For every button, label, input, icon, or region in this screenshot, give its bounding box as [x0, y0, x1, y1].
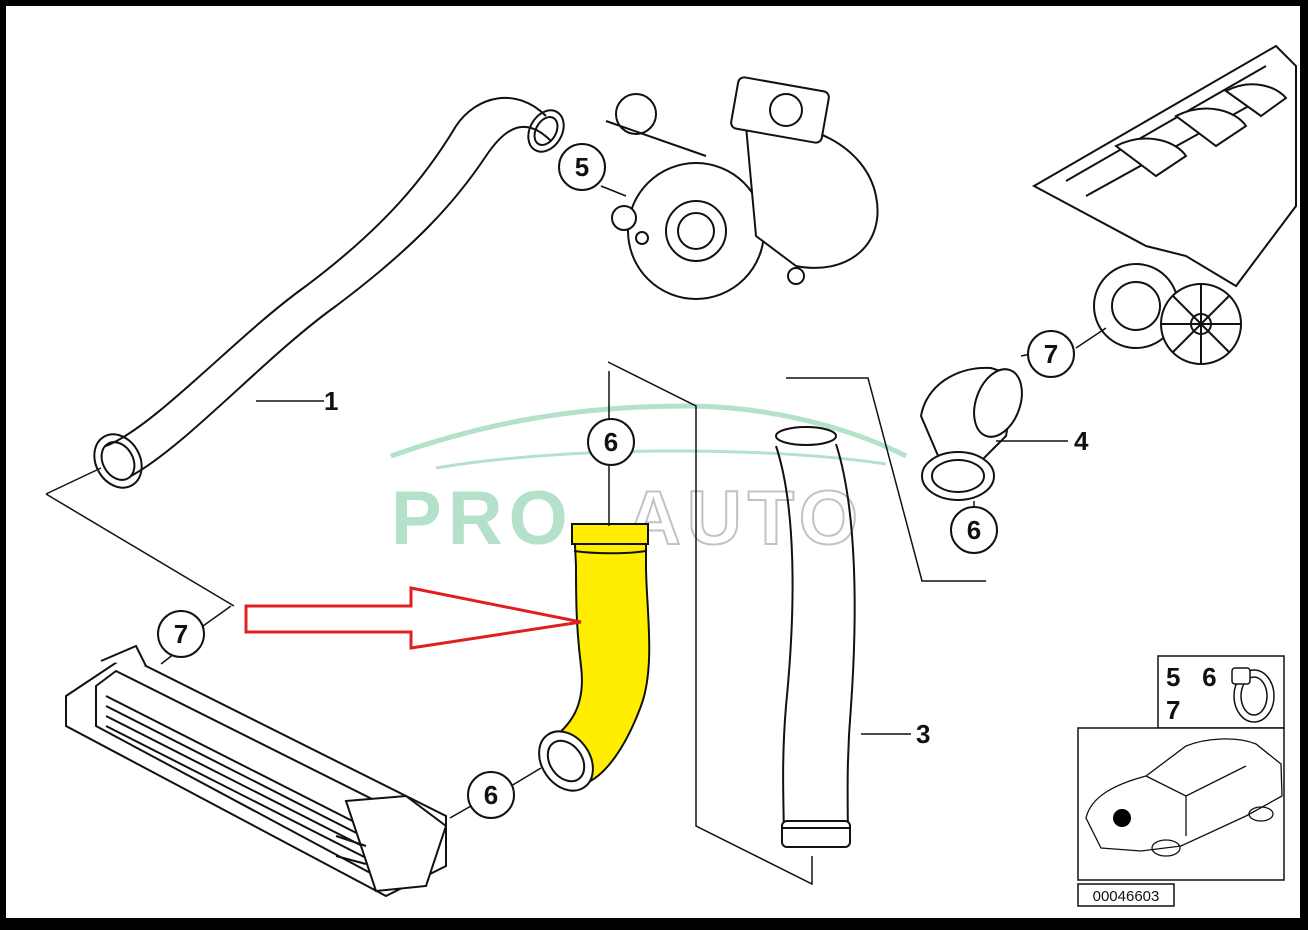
legend-box: 5 6 7	[1157, 655, 1285, 729]
legend-row-2: 7	[1166, 695, 1180, 725]
callout-6-bottom-label: 6	[484, 780, 498, 810]
pointer-arrow	[244, 586, 582, 650]
watermark: PRO AUTO	[390, 403, 908, 562]
highlighted-hose	[538, 523, 651, 792]
leader-lines	[160, 185, 1107, 819]
location-marker	[1113, 809, 1131, 827]
legend-row-1: 5 6	[1166, 662, 1217, 692]
intake-manifold-illustration	[1031, 44, 1297, 365]
callout-5: 5	[558, 143, 606, 191]
callout-7-right-label: 7	[1044, 339, 1058, 369]
callout-6-right-label: 6	[967, 515, 981, 545]
watermark-swoosh-lower	[435, 449, 887, 470]
callout-7-right: 7	[1027, 330, 1075, 378]
watermark-text-auto: AUTO	[626, 476, 864, 561]
hose-part-3	[775, 426, 856, 848]
callout-6-top: 6	[587, 418, 635, 466]
diagram-canvas: PRO AUTO	[6, 6, 1300, 918]
callout-5-label: 5	[575, 152, 589, 182]
hose-clamp-icon	[1231, 667, 1275, 723]
callout-7-left-label: 7	[174, 619, 188, 649]
item-label-4: 4	[1074, 426, 1089, 456]
callout-7-left: 7	[157, 610, 205, 658]
watermark-text-pro: PRO	[391, 476, 574, 561]
diagram-id-box: 00046603	[1077, 883, 1175, 907]
car-locator-box	[1077, 727, 1285, 881]
item-label-1: 1	[324, 386, 338, 416]
car-outline-icon	[1085, 738, 1283, 857]
callout-6-top-label: 6	[604, 427, 618, 457]
hose-part-1	[93, 97, 565, 489]
watermark-swoosh	[390, 403, 908, 459]
parts-diagram: PRO AUTO	[45, 44, 1297, 907]
intercooler-illustration	[65, 644, 448, 898]
diagram-id: 00046603	[1093, 888, 1160, 905]
turbocharger-illustration	[605, 76, 879, 300]
item-label-3: 3	[916, 719, 930, 749]
elbow-part-4	[919, 366, 1023, 501]
assembly-bracket-lines	[45, 361, 986, 886]
callout-6-bottom: 6	[467, 771, 515, 819]
callout-6-right: 6	[950, 506, 998, 554]
